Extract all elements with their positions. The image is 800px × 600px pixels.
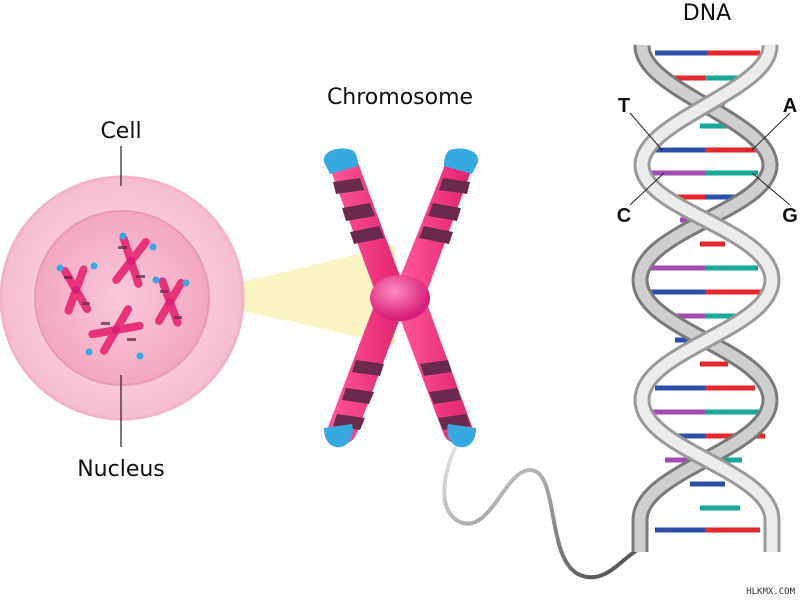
chromosome-tip	[444, 148, 479, 174]
dna-helix	[631, 43, 781, 552]
chromosome-tip	[324, 424, 353, 448]
nucleus	[34, 210, 210, 386]
chromosome-label: Chromosome	[327, 85, 473, 110]
centromere	[370, 275, 430, 321]
dna-strand-cord	[442, 446, 642, 580]
base-t-label: T	[618, 95, 630, 117]
chromosome-tip	[447, 424, 476, 448]
cell-label: Cell	[100, 119, 141, 144]
small-chromosome	[155, 277, 185, 327]
base-a-leader	[751, 112, 791, 151]
base-t-leader	[629, 112, 663, 151]
base-a-label: A	[783, 95, 797, 117]
cell	[0, 175, 245, 421]
small-chromosome	[88, 305, 144, 355]
chromosome-illustration	[323, 148, 479, 448]
nucleus-label: Nucleus	[77, 457, 165, 482]
dna-label: DNA	[683, 1, 731, 26]
zoom-beam	[180, 245, 395, 345]
chromosome-tip	[323, 148, 358, 174]
base-g-label: G	[782, 205, 798, 227]
base-c-leader	[629, 172, 665, 206]
watermark: HLKMX.COM	[746, 587, 795, 597]
base-c-label: C	[617, 205, 631, 227]
base-g-leader	[751, 172, 791, 206]
